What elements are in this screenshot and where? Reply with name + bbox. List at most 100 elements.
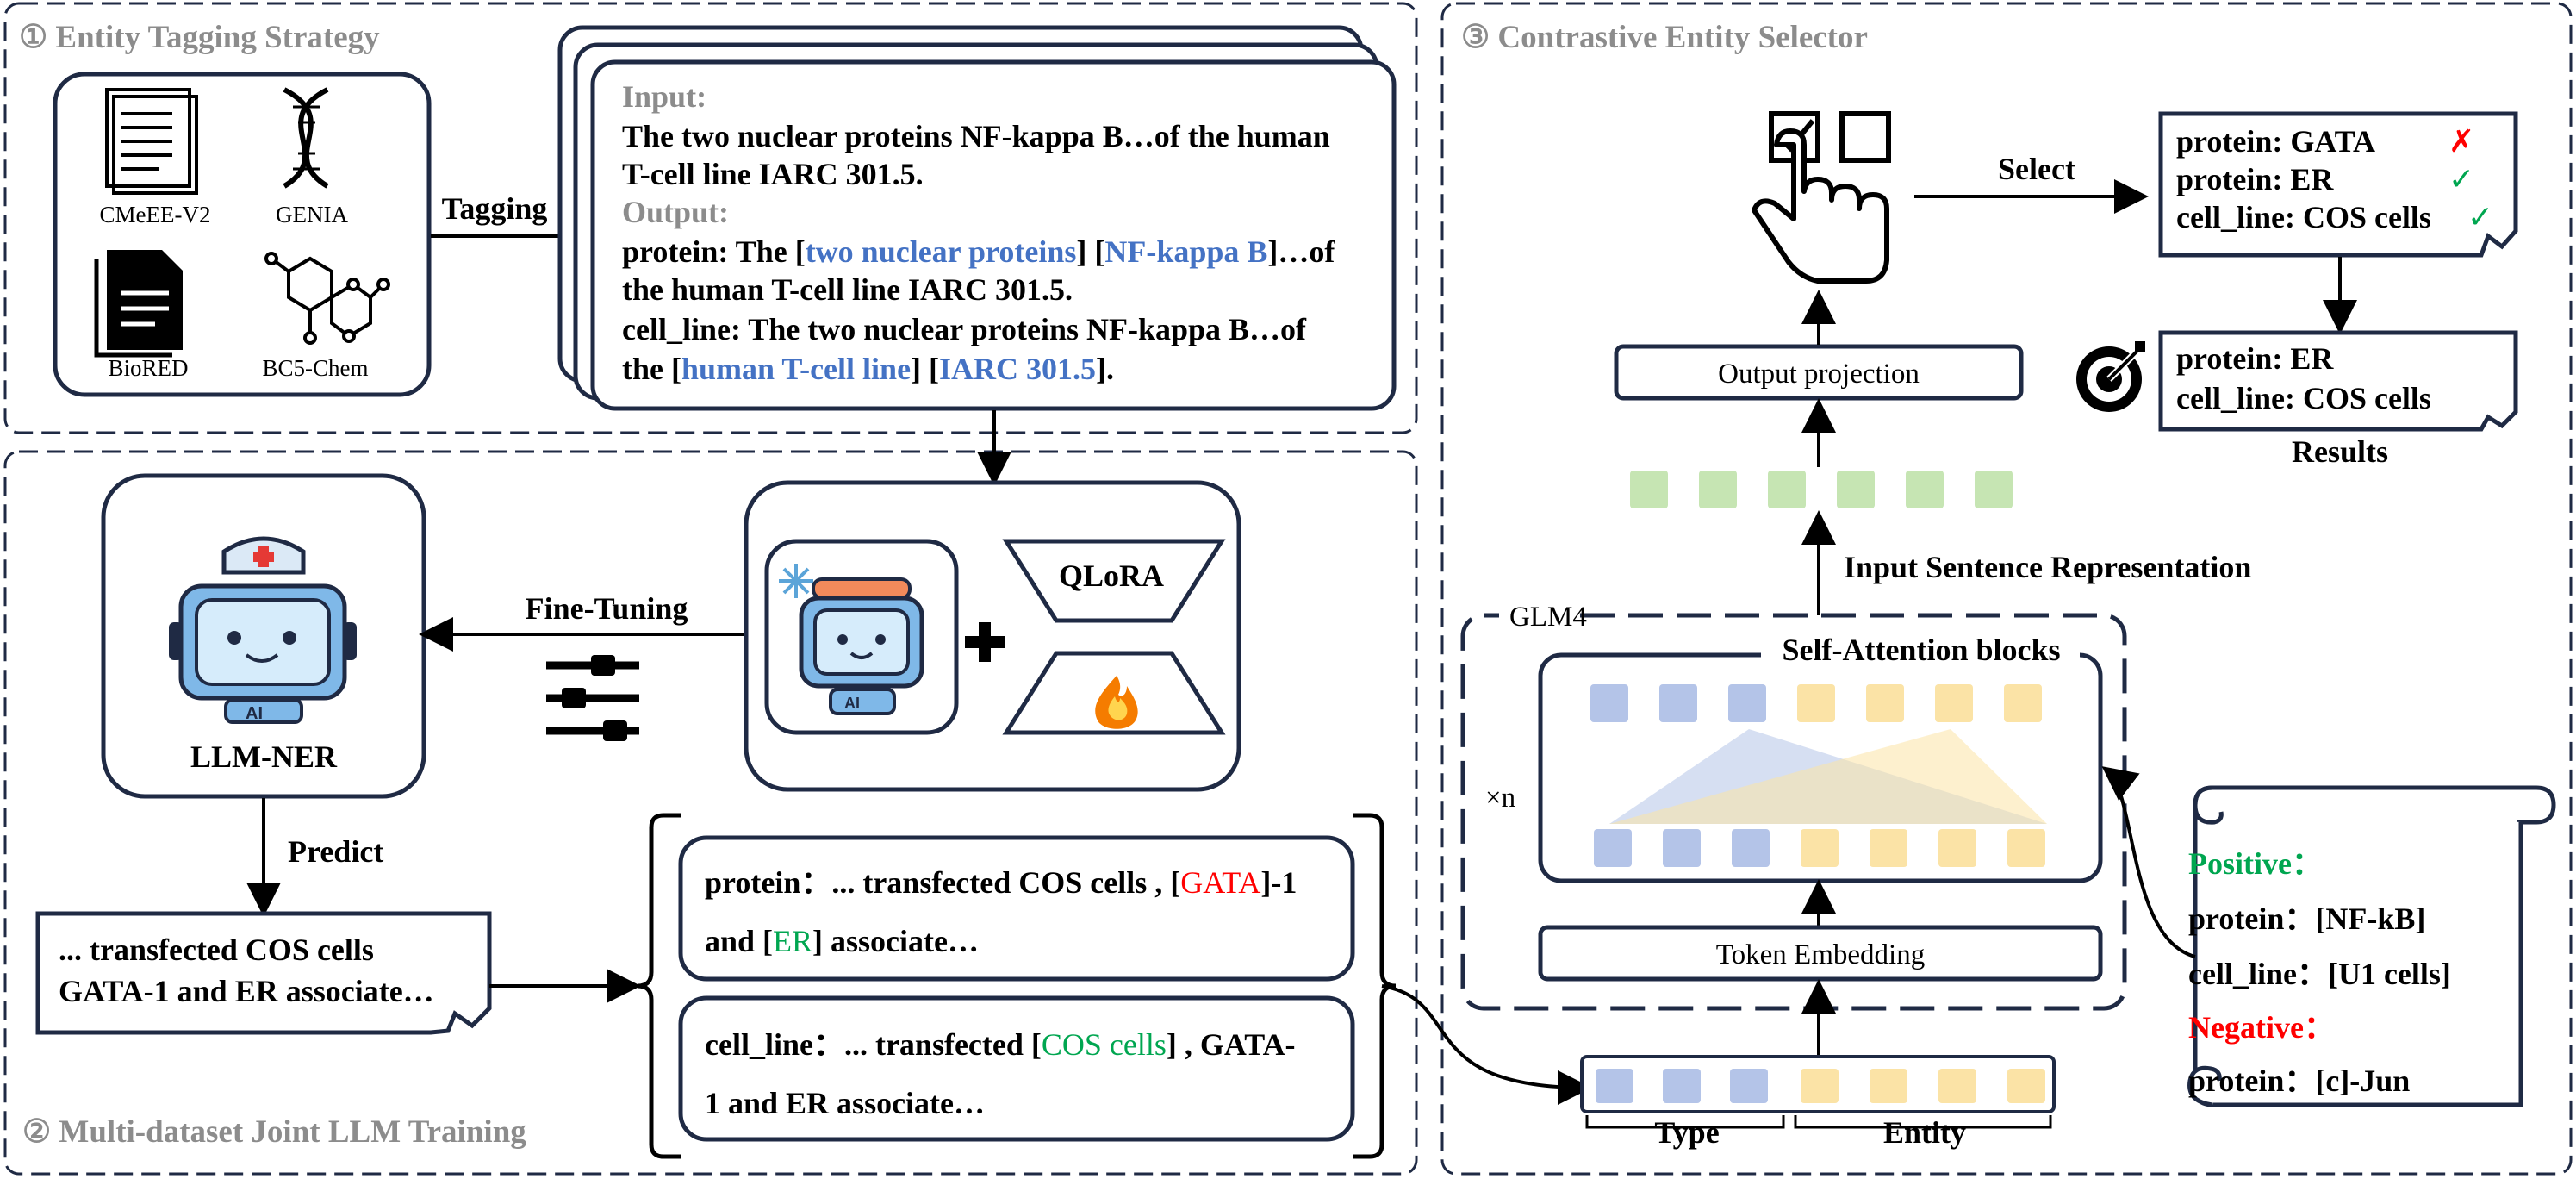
outputs-to-tokens-arrow	[1381, 984, 1592, 1105]
candidate-text: cell_line: COS cells	[2176, 200, 2431, 234]
token	[1938, 829, 1976, 867]
check-icon: ✓	[2467, 200, 2493, 235]
input-tokens	[1596, 1069, 2045, 1103]
dataset-label: BioRED	[108, 355, 188, 381]
token	[1870, 1069, 1907, 1103]
results-label: Results	[2292, 434, 2388, 469]
section2-title: ② Multi-dataset Joint LLM Training	[22, 1114, 526, 1150]
token	[2007, 829, 2045, 867]
token	[1801, 829, 1839, 867]
token	[2007, 1069, 2045, 1103]
token	[1975, 471, 2013, 508]
dna-icon	[283, 87, 329, 189]
llm-ner-label: LLM-NER	[190, 739, 338, 774]
examples-to-attention-arrow	[2101, 766, 2196, 958]
candidate-doc	[2158, 111, 2518, 258]
token	[1730, 1069, 1768, 1103]
input-repr-label: Input Sentence Representation	[1844, 550, 2251, 584]
prediction-doc	[35, 911, 492, 1035]
protein-prediction-line: and [ER] associate…	[705, 924, 979, 958]
output-label: Output:	[622, 195, 729, 229]
token	[1732, 829, 1770, 867]
molecule-icon	[264, 252, 390, 345]
section2-frame	[3, 450, 1418, 1176]
token-embedding-label: Token Embedding	[1716, 939, 1925, 970]
token	[1801, 1069, 1839, 1103]
token	[1935, 684, 1973, 722]
tagging-label: Tagging	[442, 191, 548, 226]
token	[1768, 471, 1806, 508]
type-label: Type	[1654, 1115, 1719, 1150]
protein-output-line: the human T-cell line IARC 301.5.	[622, 272, 1073, 307]
select-label: Select	[1998, 152, 2075, 186]
token	[1870, 829, 1907, 867]
token	[1728, 684, 1766, 722]
token	[1938, 1069, 1976, 1103]
positive-label: Positive：	[2188, 846, 2323, 881]
token	[1663, 1069, 1701, 1103]
check-icon: ✓	[2448, 162, 2474, 197]
examples-scroll	[2187, 785, 2556, 1107]
glm4-label: GLM4	[1509, 602, 1587, 633]
bracket-left	[637, 813, 681, 1159]
token	[1837, 471, 1875, 508]
dataset-label: CMeEE-V2	[100, 202, 211, 228]
negative-label: Negative：	[2188, 1010, 2335, 1045]
token	[1663, 829, 1701, 867]
robot-tag: AI	[246, 704, 263, 723]
times-n-label: ×n	[1485, 783, 1515, 814]
predict-label: Predict	[288, 834, 383, 869]
result-text: protein: ER	[2176, 341, 2334, 376]
sliders-icon	[546, 655, 639, 741]
entity-bracket	[1794, 1115, 2052, 1129]
sentence-representation-tokens	[1630, 471, 2013, 508]
candidate-text: protein: GATA	[2176, 124, 2375, 159]
token	[1596, 1069, 1633, 1103]
robot-doctor-icon: AI	[169, 536, 357, 724]
glm4-label-bg	[1499, 600, 1578, 631]
document-icon	[105, 88, 198, 195]
token	[1590, 684, 1628, 722]
token	[1797, 684, 1835, 722]
robot-icon: AI	[799, 577, 924, 715]
file-icon	[94, 250, 183, 358]
robot-tag: AI	[844, 695, 860, 712]
result-text: cell_line: COS cells	[2176, 381, 2431, 415]
prediction-line: GATA-1 and ER associate…	[59, 974, 434, 1008]
cellline-prediction-line: cell_line：... transfected [COS cells] , …	[705, 1027, 1296, 1062]
token	[1866, 684, 1904, 722]
attention-triangle-yellow	[1609, 729, 2047, 824]
cellline-output-line: cell_line: The two nuclear proteins NF-k…	[622, 312, 1307, 346]
fine-tuning-label: Fine-Tuning	[526, 591, 688, 626]
target-icon	[2076, 341, 2145, 412]
qlora-label: QLoRA	[1059, 558, 1164, 593]
fire-icon	[1095, 676, 1138, 729]
token	[2004, 684, 2042, 722]
token	[1630, 471, 1668, 508]
positive-example: protein：[NF-kB]	[2188, 901, 2425, 936]
token	[1906, 471, 1944, 508]
hand-select-icon	[1752, 111, 1891, 284]
self-attention-label: Self-Attention blocks	[1783, 633, 2061, 667]
results-doc	[2158, 330, 2518, 432]
snowflake-icon	[779, 564, 813, 598]
token	[1594, 829, 1632, 867]
section1-title: ① Entity Tagging Strategy	[19, 20, 380, 55]
qlora-down-trapezoid	[1002, 539, 1226, 623]
prediction-line: ... transfected COS cells	[59, 933, 374, 967]
attention-top-tokens	[1590, 684, 2042, 722]
input-line: The two nuclear proteins NF-kappa B…of t…	[622, 119, 1330, 153]
positive-example: cell_line：[U1 cells]	[2188, 957, 2451, 991]
token	[1699, 471, 1737, 508]
bracket-right	[1353, 813, 1397, 1159]
dataset-label: GENIA	[276, 202, 348, 228]
protein-prediction-line: protein：... transfected COS cells , [GAT…	[705, 865, 1297, 900]
section3-frame	[1440, 2, 2573, 1176]
attention-bottom-tokens	[1594, 829, 2045, 867]
section3-title: ③ Contrastive Entity Selector	[1461, 20, 1868, 55]
entity-label: Entity	[1883, 1115, 1966, 1150]
input-line: T-cell line IARC 301.5.	[622, 157, 924, 191]
self-attention-label-bg	[1761, 638, 2080, 672]
